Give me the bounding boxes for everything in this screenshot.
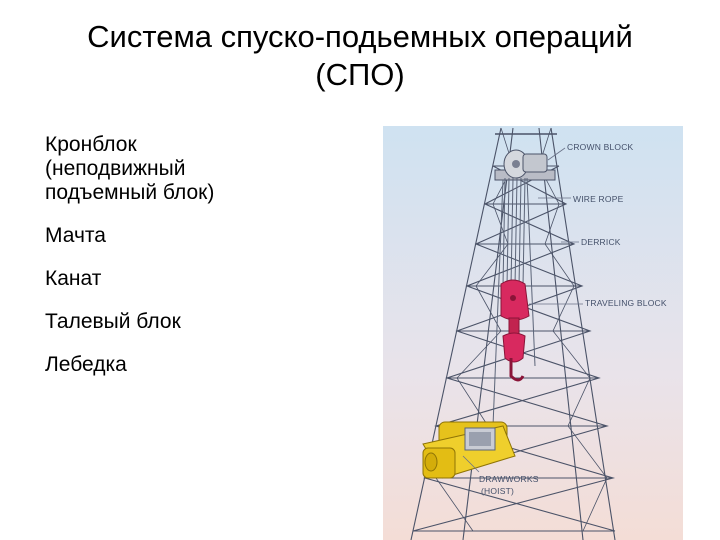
rig-svg: CROWN BLOCK WIRE ROPE DERRICK TRAVELING … <box>383 126 683 540</box>
drilling-rig-illustration: CROWN BLOCK WIRE ROPE DERRICK TRAVELING … <box>383 126 683 540</box>
title-line-2: (СПО) <box>315 57 405 92</box>
list-item-text: Кронблок <box>45 133 137 156</box>
list-item-derrick: Мачта <box>45 224 106 247</box>
label-crown-block: CROWN BLOCK <box>567 142 634 152</box>
label-leaders <box>462 147 583 473</box>
label-drawworks: DRAWWORKS <box>479 474 539 484</box>
title-line-1: Система спуско-подьемных операций <box>87 19 633 54</box>
list-item-text: подъемный блок) <box>45 181 215 204</box>
label-traveling-block: TRAVELING BLOCK <box>585 298 667 308</box>
label-derrick: DERRICK <box>581 237 621 247</box>
traveling-block <box>500 279 530 382</box>
component-list: Кронблок (неподвижный подъемный блок) Ма… <box>45 133 375 396</box>
list-item-drawworks: Лебедка <box>45 353 127 376</box>
crown-block <box>494 149 556 181</box>
list-item-crown-block: Кронблок (неподвижный подъемный блок) <box>45 133 375 205</box>
list-item-text: (неподвижный <box>45 157 186 180</box>
slide-title: Система спуско-подьемных операций (СПО) <box>0 18 720 94</box>
drawworks <box>422 421 516 479</box>
label-drawworks-hoist: (HOIST) <box>481 486 514 496</box>
list-item-rope: Канат <box>45 267 102 290</box>
wire-rope <box>492 177 536 427</box>
list-item-traveling-block: Талевый блок <box>45 310 181 333</box>
label-wire-rope: WIRE ROPE <box>573 194 624 204</box>
